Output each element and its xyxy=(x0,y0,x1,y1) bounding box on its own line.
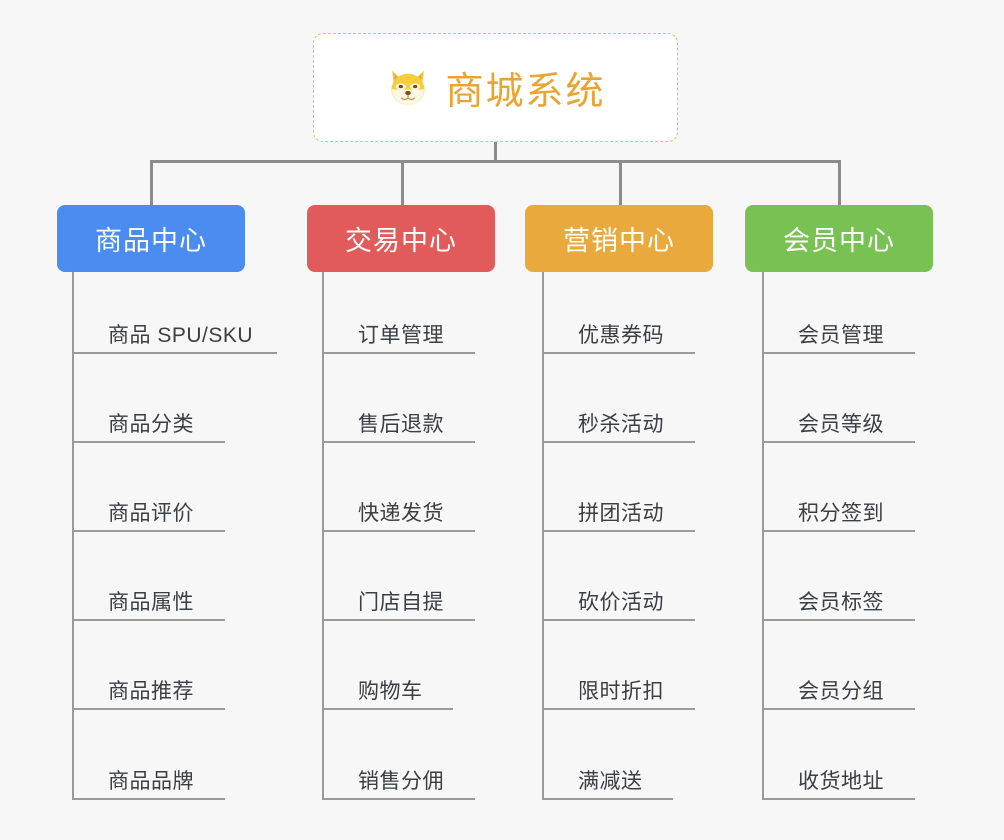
leaf-spine xyxy=(762,272,764,800)
root-title: 商城系统 xyxy=(445,71,606,113)
leaf-label: 商品评价 xyxy=(108,502,194,525)
leaf-rule xyxy=(72,352,277,354)
leaf-rule xyxy=(322,619,475,621)
leaf-rule xyxy=(762,708,915,710)
leaf-rule xyxy=(322,798,475,800)
leaf-label: 会员等级 xyxy=(798,413,884,436)
category-label: 会员中心 xyxy=(783,226,895,256)
category-label: 商品中心 xyxy=(95,226,207,256)
leaf-label: 门店自提 xyxy=(358,591,444,614)
leaf-rule xyxy=(762,352,915,354)
category-box-marketing-center[interactable]: 营销中心 xyxy=(525,205,713,272)
leaf-label: 销售分佣 xyxy=(358,770,444,793)
leaf-label: 砍价活动 xyxy=(578,591,664,614)
leaf-label: 积分签到 xyxy=(798,502,884,525)
connector-horizontal-bus xyxy=(150,160,841,163)
leaf-label: 快递发货 xyxy=(358,502,444,525)
category-label: 交易中心 xyxy=(345,226,457,256)
leaf-rule xyxy=(72,530,225,532)
leaf-rule xyxy=(322,530,475,532)
connector-drop-product-center xyxy=(150,160,153,205)
leaf-label: 商品 SPU/SKU xyxy=(108,324,254,347)
leaf-rule xyxy=(542,352,695,354)
leaf-label: 限时折扣 xyxy=(578,680,664,703)
leaf-rule xyxy=(72,708,225,710)
leaf-label: 购物车 xyxy=(358,680,423,703)
leaf-rule xyxy=(542,530,695,532)
leaf-rule xyxy=(542,798,673,800)
leaf-rule xyxy=(542,441,695,443)
connector-drop-marketing-center xyxy=(619,160,622,205)
leaf-label: 商品属性 xyxy=(108,591,194,614)
leaf-rule xyxy=(322,441,475,443)
category-box-member-center[interactable]: 会员中心 xyxy=(745,205,933,272)
leaf-rule xyxy=(762,441,915,443)
leaf-spine xyxy=(322,272,324,800)
leaf-spine xyxy=(542,272,544,800)
leaf-label: 商品分类 xyxy=(108,413,194,436)
leaf-rule xyxy=(72,619,225,621)
category-box-product-center[interactable]: 商品中心 xyxy=(57,205,245,272)
leaf-label: 收货地址 xyxy=(798,770,884,793)
leaf-label: 优惠券码 xyxy=(578,324,664,347)
leaf-label: 满减送 xyxy=(578,770,643,793)
root-node-mall-system[interactable]: 商城系统 xyxy=(313,33,678,142)
connector-drop-member-center xyxy=(838,160,841,205)
connector-root-stem xyxy=(494,142,497,163)
leaf-rule xyxy=(322,352,475,354)
leaf-label: 秒杀活动 xyxy=(578,413,664,436)
shiba-dog-face-icon xyxy=(385,65,431,111)
leaf-rule xyxy=(762,530,915,532)
leaf-rule xyxy=(322,708,453,710)
leaf-rule xyxy=(542,708,695,710)
leaf-rule xyxy=(72,798,225,800)
category-box-trade-center[interactable]: 交易中心 xyxy=(307,205,495,272)
leaf-rule xyxy=(542,619,695,621)
leaf-label: 商品品牌 xyxy=(108,770,194,793)
category-label: 营销中心 xyxy=(563,226,675,256)
leaf-rule xyxy=(72,441,225,443)
leaf-label: 订单管理 xyxy=(358,324,444,347)
leaf-label: 商品推荐 xyxy=(108,680,194,703)
leaf-label: 售后退款 xyxy=(358,413,444,436)
connector-drop-trade-center xyxy=(401,160,404,205)
leaf-rule xyxy=(762,798,915,800)
leaf-label: 会员管理 xyxy=(798,324,884,347)
leaf-label: 会员分组 xyxy=(798,680,884,703)
leaf-spine xyxy=(72,272,74,800)
leaf-label: 会员标签 xyxy=(798,591,884,614)
leaf-rule xyxy=(762,619,915,621)
leaf-label: 拼团活动 xyxy=(578,502,664,525)
